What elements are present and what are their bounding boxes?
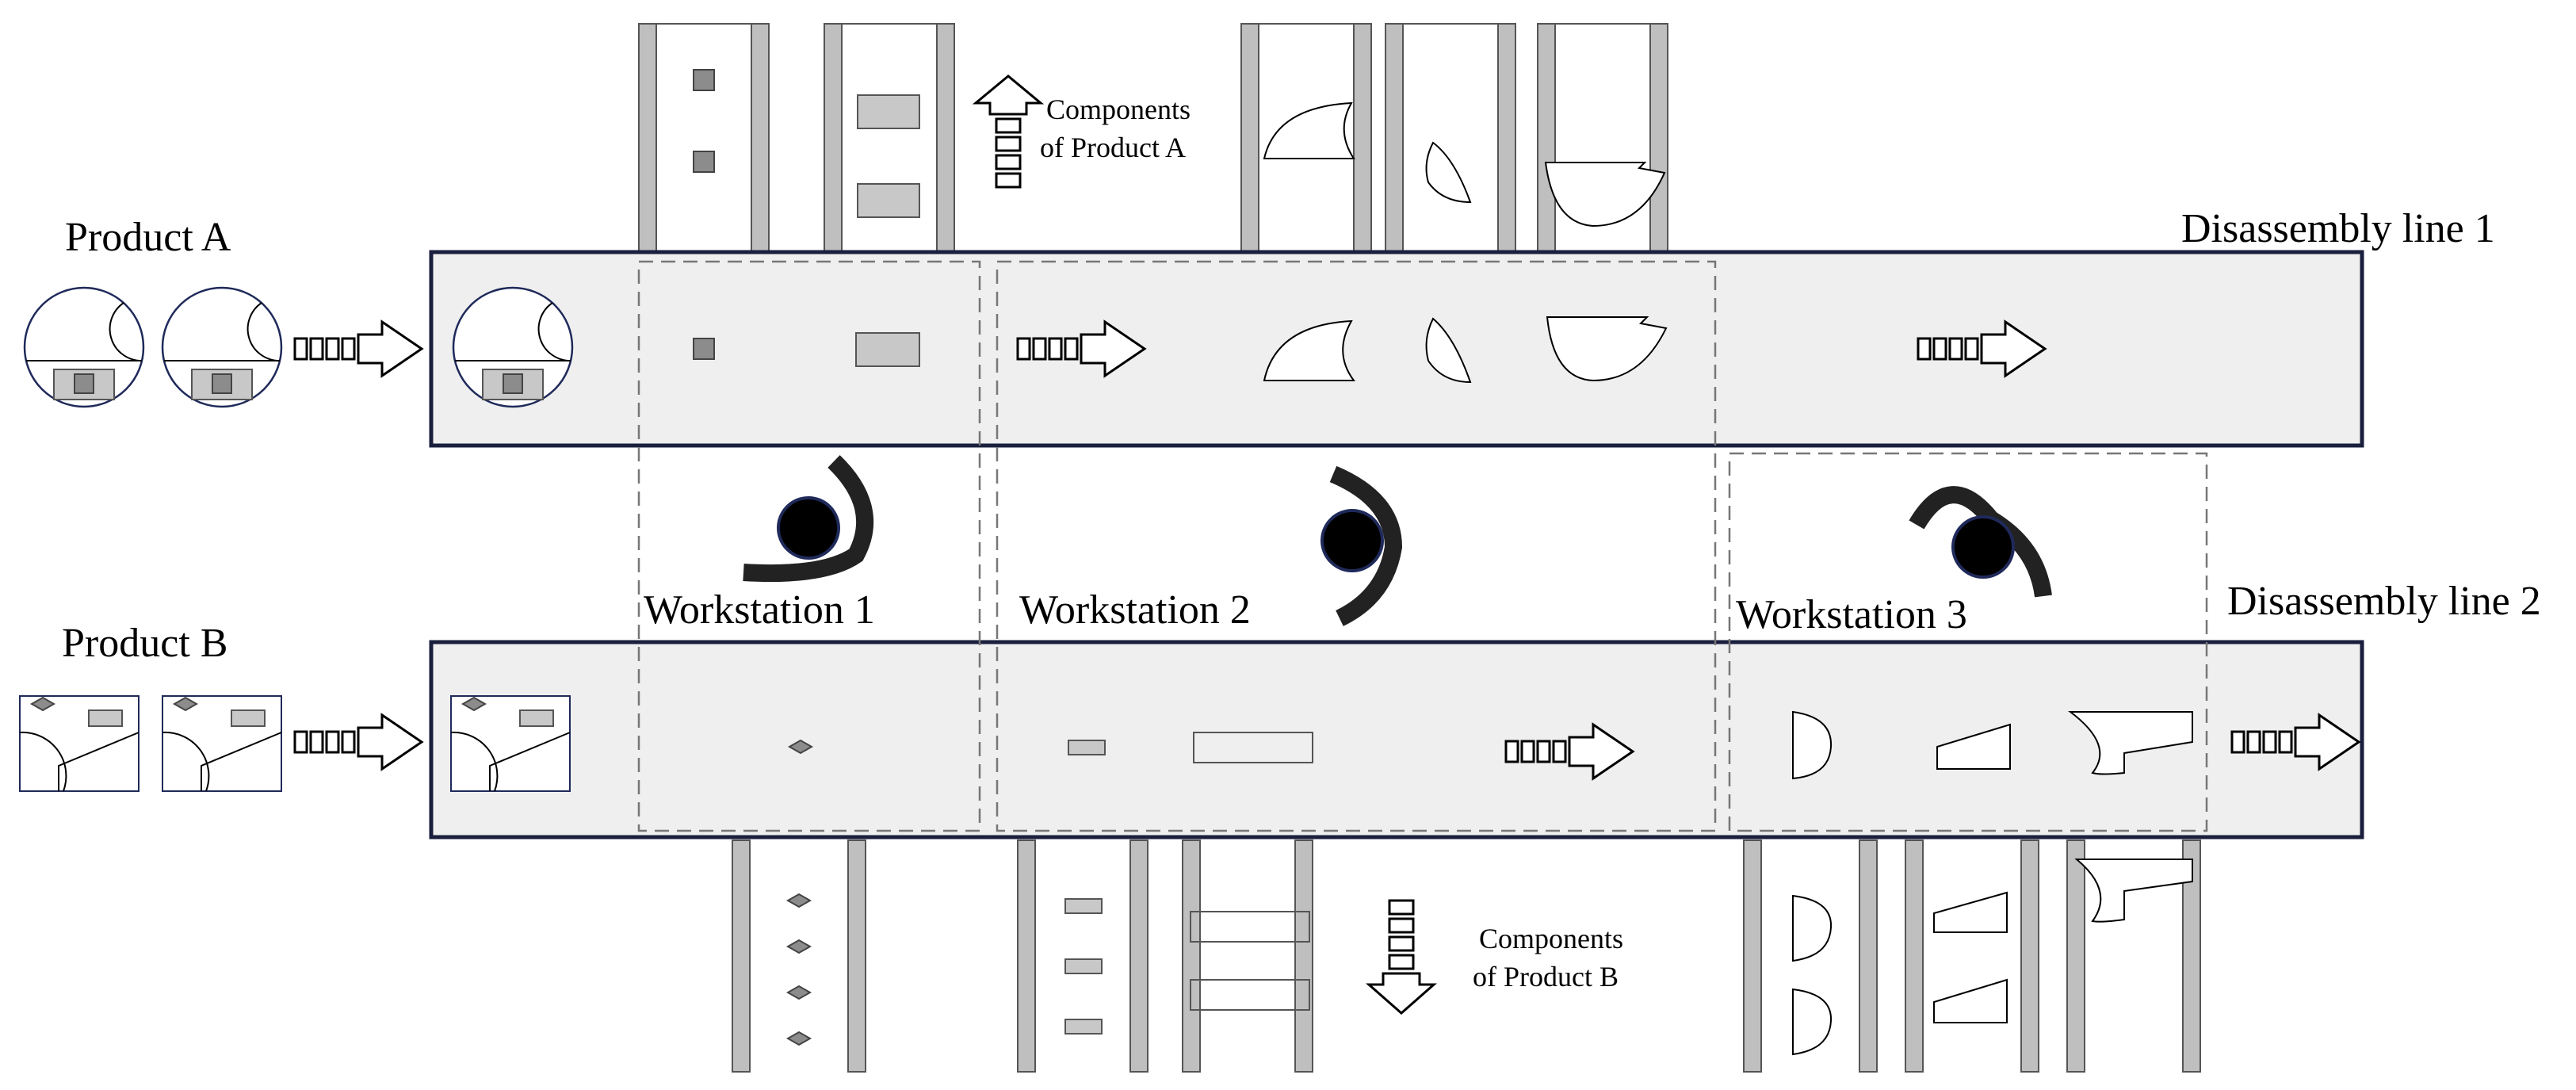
conveyor-b-1 [732,839,866,1073]
conveyor-b-3 [1182,839,1313,1073]
disassembly-line-2 [429,640,2364,839]
workstation-1-label: Workstation 1 [644,587,875,633]
flow-arrow-icon [293,713,423,771]
top-conveyors [638,23,1668,256]
robot-1 [743,455,874,583]
robot-3 [1909,486,2052,598]
conveyor-a-1 [638,23,770,256]
down-arrow-icon [1366,899,1437,1015]
disassembly-line-1-label: Disassembly line 1 [2181,206,2495,251]
product-a-item [161,286,283,408]
conveyor-b-4 [1743,839,1878,1073]
line-1-components [693,316,2047,384]
components-b-label-1: Components [1479,923,1623,954]
robot-joint-icon [777,496,840,560]
product-a-item [23,286,145,408]
product-b-on-line [450,695,571,792]
robot-joint-icon [1951,515,2015,579]
workstation-1-region [637,260,981,832]
conveyor-b-5 [1905,839,2039,1073]
conveyor-a-5 [1537,23,1668,256]
conveyor-b-2 [1017,839,1148,1073]
components-a-label-1: Components [1046,94,1191,125]
line-2-components [787,710,2360,780]
components-b-indicator: Components of Product B [1366,899,1623,1015]
product-a-on-line [452,286,574,408]
workstation-3-label: Workstation 3 [1736,592,1967,637]
bottom-conveyors [732,839,2201,1073]
workstation-2-region [996,260,1717,832]
workstation-3-region [1728,452,2208,832]
robot-joint-icon [1320,509,1384,572]
robot-2 [1320,465,1403,626]
conveyor-b-6 [2066,839,2201,1073]
conveyor-a-3 [1240,23,1372,256]
product-b-item [19,695,140,792]
disassembly-line-1 [429,250,2364,448]
product-b-item [162,695,282,792]
components-a-label-2: of Product A [1040,132,1186,163]
product-a-queue [23,286,574,408]
product-a-label: Product A [65,215,231,260]
disassembly-line-2-label: Disassembly line 2 [2227,579,2541,624]
product-b-label: Product B [62,621,227,666]
workstation-regions [637,260,2208,832]
components-a-indicator: Components of Product A [972,75,1191,189]
conveyor-a-4 [1385,23,1516,256]
up-arrow-icon [972,75,1045,189]
flow-arrow-icon [293,320,423,377]
conveyor-a-2 [824,23,955,256]
product-b-queue [19,695,571,792]
components-b-label-2: of Product B [1473,961,1619,992]
workstation-2-label: Workstation 2 [1019,587,1251,633]
